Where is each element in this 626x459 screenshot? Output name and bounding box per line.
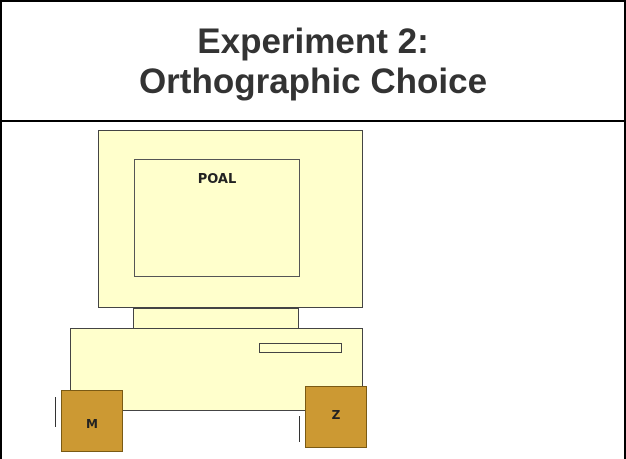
response-key-m: M — [61, 390, 123, 452]
monitor-stand — [133, 308, 299, 330]
title-divider — [2, 120, 624, 122]
key-m-label: M — [86, 417, 98, 431]
slide-title: Experiment 2: Orthographic Choice — [2, 22, 624, 102]
monitor-screen — [134, 159, 300, 277]
screen-word: POAL — [197, 172, 237, 187]
response-key-z: Z — [305, 386, 367, 448]
title-line-1: Experiment 2: — [197, 22, 429, 61]
key-z-label: Z — [331, 408, 341, 422]
title-line-2: Orthographic Choice — [138, 62, 488, 101]
disk-drive-slot — [259, 343, 342, 353]
left-key-marker — [55, 397, 56, 427]
right-key-marker — [299, 416, 300, 442]
